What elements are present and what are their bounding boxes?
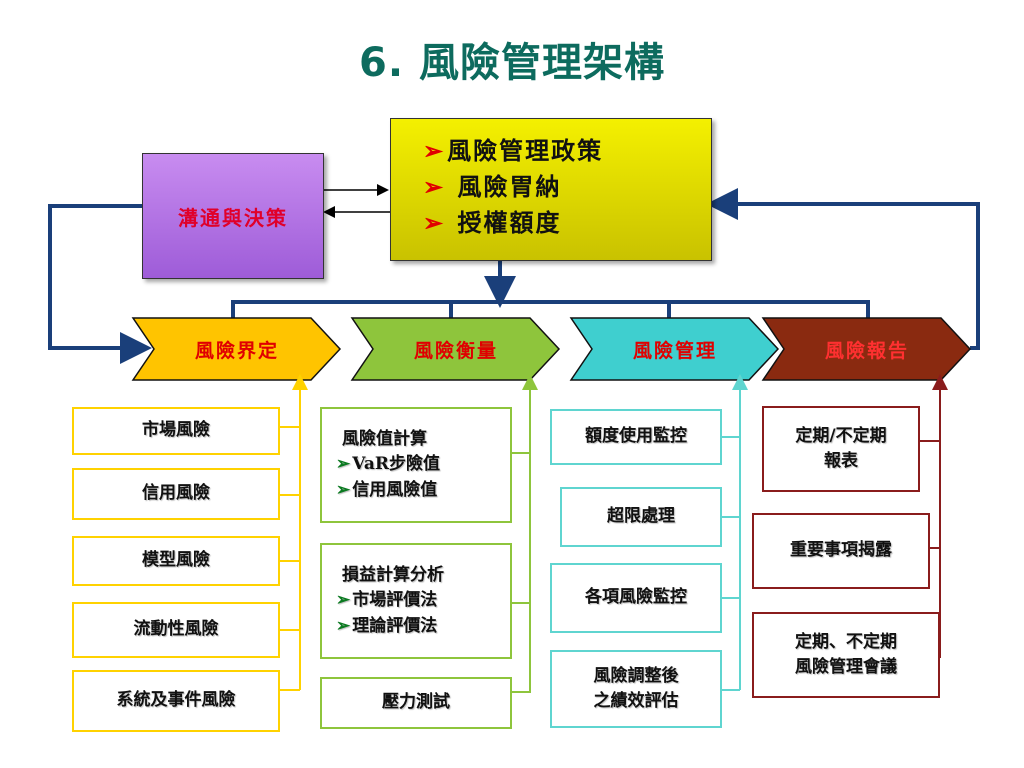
reporting-item-meetings: 定期、不定期 風險管理會議	[752, 612, 940, 698]
arrow-bullet-icon: ➢	[336, 590, 351, 611]
policy-box: ➢風險管理政策 ➢ 風險胃納 ➢ 授權額度	[390, 118, 712, 261]
stage-label-measurement: 風險衡量	[413, 339, 498, 362]
identification-item-credit-risk: 信用風險	[72, 468, 280, 520]
arrow-bullet-icon: ➢	[423, 172, 446, 201]
management-item-risk-adjusted-performance: 風險調整後 之績效評估	[550, 650, 722, 728]
identification-item-market-risk: 市場風險	[72, 407, 280, 455]
management-item-limit-breach: 超限處理	[560, 487, 722, 547]
arrow-bullet-icon: ➢	[336, 454, 351, 475]
stage-label-reporting: 風險報告	[824, 339, 909, 362]
management-item-limit-monitoring: 額度使用監控	[550, 409, 722, 465]
stage-label-management: 風險管理	[632, 339, 717, 362]
measurement-item-var: 風險值計算 ➢VaR步險值 ➢信用風險值	[320, 407, 512, 523]
policy-item: ➢ 授權額度	[423, 208, 562, 237]
management-item-risk-monitoring: 各項風險監控	[550, 563, 722, 633]
stage-label-identification: 風險界定	[194, 339, 279, 362]
measurement-item-pnl: 損益計算分析 ➢市場評價法 ➢理論評價法	[320, 543, 512, 659]
measurement-item-stress-test: 壓力測試	[320, 677, 512, 729]
page-title: 6. 風險管理架構	[359, 40, 665, 86]
policy-item: ➢風險管理政策	[423, 136, 604, 165]
communication-decision-box: 溝通與決策	[142, 153, 324, 279]
connector-measurement-tick3	[512, 603, 531, 693]
connector-comm-loop	[48, 204, 152, 364]
arrow-bullet-icon: ➢	[423, 136, 446, 165]
arrow-bullet-icon: ➢	[336, 479, 351, 500]
connector-measurement-tick2	[512, 453, 531, 604]
identification-item-model-risk: 模型風險	[72, 536, 280, 586]
connector-report-loop	[706, 188, 980, 350]
reporting-item-periodic-reports: 定期/不定期 報表	[762, 406, 920, 492]
identification-item-liquidity-risk: 流動性風險	[72, 602, 280, 658]
identification-item-system-event-risk: 系統及事件風險	[72, 670, 280, 732]
policy-item: ➢ 風險胃納	[423, 172, 562, 201]
connector-measurement-bracket	[512, 374, 538, 454]
stage-chevron-identification	[131, 317, 342, 381]
connector-stage-bus	[231, 300, 870, 318]
reporting-item-disclosure: 重要事項揭露	[752, 513, 930, 589]
arrow-bullet-icon: ➢	[336, 615, 351, 636]
arrow-bullet-icon: ➢	[423, 208, 446, 237]
stage-chevron-management	[569, 317, 780, 381]
